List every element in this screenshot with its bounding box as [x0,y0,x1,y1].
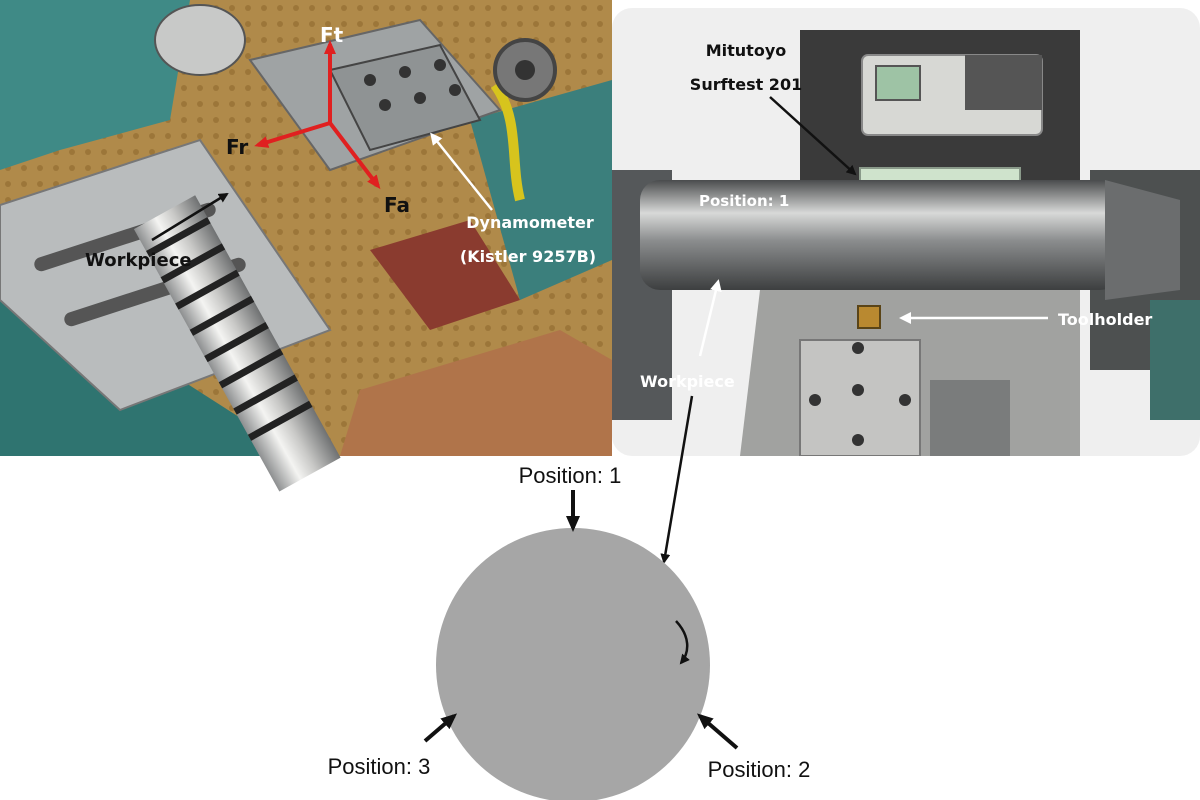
workpiece-cross-section [436,528,710,800]
position-1-label: Position: 1 [519,463,622,488]
fr-arrow [254,121,331,148]
position-3-label: Position: 3 [328,754,431,779]
toolholder-insert [857,305,881,329]
surftest-dark-side [965,55,1042,110]
bolt [852,434,864,446]
dynamometer-label-line1: Dynamometer [466,213,594,232]
dynamometer-block [328,43,482,152]
bolt [434,59,446,71]
left-workpiece-callout-arrow [151,192,229,242]
handwheel-hub [515,60,535,80]
position-3-arrow [423,713,458,743]
instrument-callout-arrow [769,96,857,176]
bolt [899,394,911,406]
right-chuck [1105,180,1180,300]
dynamometer-callout-arrow [430,132,493,211]
fa-label: Fa [384,193,410,217]
dynamometer-label-line2: (Kistler 9257B) [460,247,596,266]
bolt [852,342,864,354]
surftest-display [875,65,921,101]
ft-label: Ft [320,23,344,47]
right-workpiece-label: Workpiece [640,372,735,391]
right-tool-post [930,380,1010,456]
bolt [414,92,426,104]
bolt [852,384,864,396]
connector-arrow [660,395,694,564]
right-position-label: Position: 1 [699,192,789,210]
dynamometer-cable [490,82,525,202]
bolt [399,66,411,78]
bolt [449,84,461,96]
position-2-arrow [696,713,739,750]
instrument-label-line2: Surftest 201 [690,75,802,94]
left-workpiece-cylinder [133,195,341,492]
cross-section: Position: 1 Position: 2 Position: 3 [328,463,811,800]
right-workpiece-bar [640,180,1120,290]
position-2-label: Position: 2 [708,757,811,782]
red-apron [370,220,520,330]
right-workpiece-callout-arrow [698,279,722,357]
tailstock [154,4,246,76]
force-triad [254,40,381,190]
bolt [809,394,821,406]
fa-arrow [328,121,381,190]
left-workpiece-label: Workpiece [85,250,192,271]
lathe-right-block [470,80,612,300]
bolt [379,99,391,111]
right-photo [612,8,1200,456]
chuck [340,330,612,456]
instrument-label-line1: Mitutoyo [706,41,787,60]
toolholder-label: Toolholder [1058,310,1152,329]
fr-label: Fr [226,135,248,159]
bolt [364,74,376,86]
lathe-green-panel [1150,300,1200,420]
left-photo: Ft Fr Fa Dynamometer (Kistler 9257B) Wor… [0,0,612,492]
lathe-body [0,0,190,170]
rotation-arrow [675,620,690,665]
